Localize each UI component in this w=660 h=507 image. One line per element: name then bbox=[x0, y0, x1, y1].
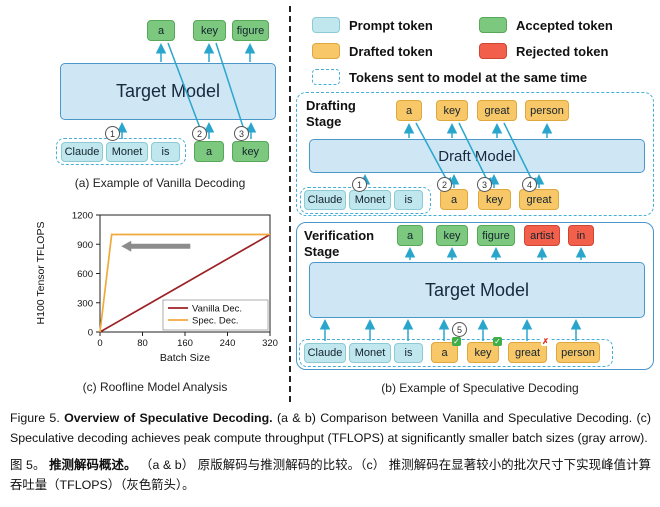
accepted-token: key bbox=[232, 141, 269, 162]
token-label: great bbox=[514, 346, 541, 359]
y-tick-label: 900 bbox=[77, 240, 93, 251]
legend-swatch-drafted-icon bbox=[312, 43, 340, 59]
step-badge: 3 bbox=[234, 126, 249, 141]
check-icon: ✓ bbox=[493, 337, 502, 346]
accepted-token: key bbox=[436, 225, 468, 246]
cross-icon: ✗ bbox=[541, 337, 550, 346]
prompt-token: Claude bbox=[61, 142, 103, 162]
draft-model-box: Draft Model bbox=[309, 139, 645, 173]
caption-en-bold: Overview of Speculative Decoding. bbox=[64, 411, 273, 425]
panel-a-caption: (a) Example of Vanilla Decoding bbox=[74, 176, 246, 190]
figure-caption-zh: 图 5。 推测解码概述。 （a & b） 原版解码与推测解码的比较。（c） 推测… bbox=[10, 455, 651, 496]
target-model-box: Target Model bbox=[60, 63, 276, 120]
drafted-token: great bbox=[519, 189, 559, 210]
accepted-token: a bbox=[194, 141, 224, 162]
target-model-box: Target Model bbox=[309, 262, 645, 318]
legend-label-drafted: Drafted token bbox=[349, 44, 433, 59]
drafted-token: great bbox=[477, 100, 517, 121]
legend-label-accepted: Accepted token bbox=[516, 18, 613, 33]
step-badge: 1 bbox=[352, 177, 367, 192]
drafted-token: a bbox=[440, 189, 468, 210]
step-badge: 1 bbox=[105, 126, 120, 141]
prompt-token: Claude bbox=[304, 343, 346, 363]
token-label: key bbox=[474, 346, 492, 359]
drafted-token: a bbox=[396, 100, 422, 121]
figure-caption-en: Figure 5. Overview of Speculative Decodi… bbox=[10, 408, 651, 449]
step-badge: 2 bbox=[192, 126, 207, 141]
drafted-token: key ✓ bbox=[467, 337, 502, 363]
caption-en-rest: (a & b) Comparison between Vanilla and S… bbox=[10, 411, 651, 446]
y-tick-label: 600 bbox=[77, 269, 93, 280]
y-tick-label: 300 bbox=[77, 298, 93, 309]
x-tick-label: 0 bbox=[97, 338, 102, 349]
legend-label-dashed-group: Tokens sent to model at the same time bbox=[349, 70, 588, 85]
legend-swatch-accepted-icon bbox=[479, 17, 507, 33]
drafting-stage-title: Drafting Stage bbox=[306, 98, 356, 130]
y-tick-label: 0 bbox=[88, 328, 93, 339]
step-badge: 2 bbox=[437, 177, 452, 192]
step-badge: 4 bbox=[522, 177, 537, 192]
legend-label-rejected: Rejected token bbox=[516, 44, 609, 59]
prompt-token: is bbox=[394, 190, 423, 210]
prompt-token: is bbox=[151, 142, 180, 162]
x-axis-label: Batch Size bbox=[160, 352, 210, 364]
caption-zh-bold: 推测解码概述。 bbox=[49, 458, 137, 472]
drafted-token: person bbox=[525, 100, 569, 121]
check-icon: ✓ bbox=[452, 337, 461, 346]
x-tick-label: 320 bbox=[262, 338, 278, 349]
verification-stage-title: Verification Stage bbox=[304, 228, 375, 260]
roofline-chart: H100 Tensor TFLOPS Batch Size 0 80 160 240 3… bbox=[35, 211, 278, 365]
series-line bbox=[99, 233, 270, 333]
prompt-token: Claude bbox=[304, 190, 346, 210]
verification-stage-container bbox=[296, 222, 654, 370]
y-tick-label: 1200 bbox=[72, 211, 93, 222]
prompt-token: is bbox=[394, 343, 423, 363]
legend-swatch-prompt-icon bbox=[312, 17, 340, 33]
left-arrow-head-icon bbox=[121, 240, 132, 252]
x-tick-label: 80 bbox=[137, 338, 148, 349]
caption-en-prefix: Figure 5. bbox=[10, 411, 60, 425]
chart-legend-label: Vanilla Dec. bbox=[192, 304, 242, 315]
drafted-token: person bbox=[556, 342, 600, 363]
tokens-sent-together-box bbox=[56, 138, 186, 165]
panel-b-caption: (b) Example of Speculative Decoding bbox=[381, 381, 579, 395]
drafted-token: key bbox=[436, 100, 468, 121]
accepted-token: key bbox=[193, 20, 226, 41]
prompt-token: Monet bbox=[349, 190, 391, 210]
rejected-token: in bbox=[568, 225, 594, 246]
accepted-token: a bbox=[397, 225, 423, 246]
step-badge: 3 bbox=[477, 177, 492, 192]
prompt-token: Monet bbox=[349, 343, 391, 363]
chart-legend-label: Spec. Dec. bbox=[192, 316, 238, 327]
panel-c-caption: (c) Roofline Model Analysis bbox=[82, 380, 228, 394]
token-label: a bbox=[441, 346, 448, 359]
drafted-token: key bbox=[478, 189, 511, 210]
drafting-stage-container bbox=[296, 92, 654, 216]
caption-zh-rest: （a & b） 原版解码与推测解码的比较。（c） 推测解码在显著较小的批次尺寸下… bbox=[10, 458, 651, 493]
panel-divider bbox=[289, 6, 291, 402]
series-line bbox=[99, 233, 271, 333]
y-axis-label: H100 Tensor TFLOPS bbox=[35, 222, 47, 325]
accepted-token: figure bbox=[477, 225, 515, 246]
drafted-token: great ✗ bbox=[508, 337, 550, 363]
prompt-token: Monet bbox=[106, 142, 148, 162]
rejected-token: artist bbox=[524, 225, 560, 246]
x-tick-label: 240 bbox=[220, 338, 236, 349]
step-badge: 5 bbox=[452, 322, 467, 337]
legend-swatch-dashed-group-icon bbox=[312, 69, 340, 85]
legend-label-prompt: Prompt token bbox=[349, 18, 433, 33]
legend-swatch-rejected-icon bbox=[479, 43, 507, 59]
caption-zh-prefix: 图 5。 bbox=[10, 458, 46, 472]
accepted-token: a bbox=[147, 20, 175, 41]
x-tick-label: 160 bbox=[177, 338, 193, 349]
drafted-token: a ✓ bbox=[431, 337, 461, 363]
chart-legend-box bbox=[162, 299, 269, 331]
accepted-token: figure bbox=[232, 20, 269, 41]
